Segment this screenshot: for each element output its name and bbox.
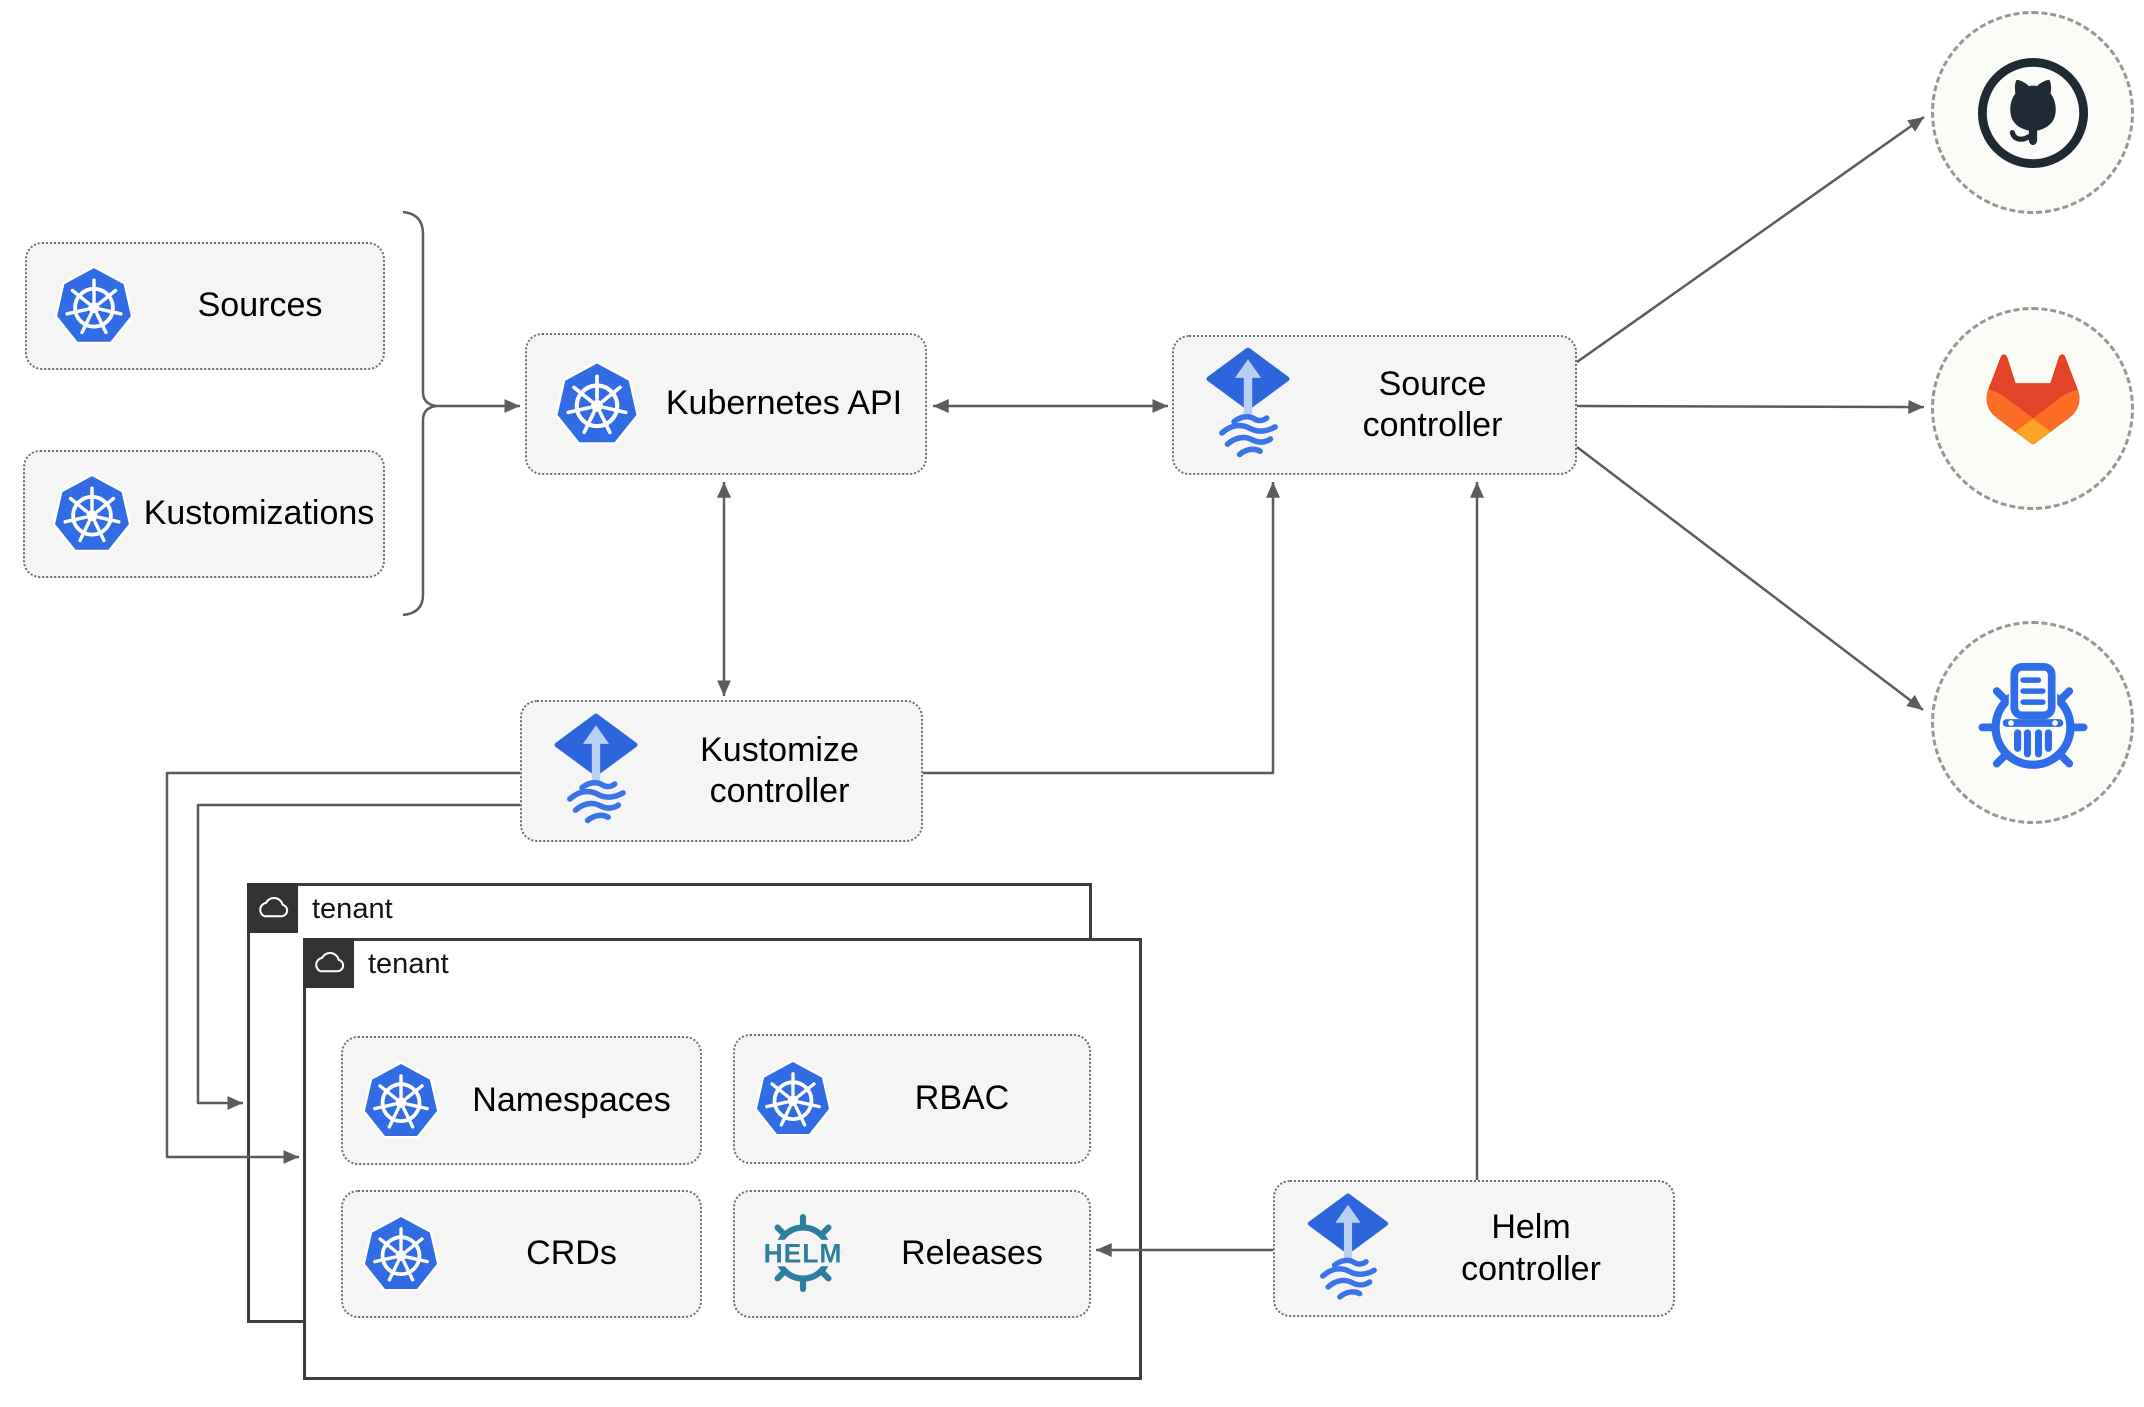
node-label: CRDs	[526, 1234, 617, 1273]
node-helm-controller[interactable]: Helm controller	[1273, 1180, 1675, 1317]
node-label: Helm controller	[1461, 1208, 1601, 1288]
gitlab-fox-icon	[1985, 353, 2080, 444]
container-registry-wheel-icon	[1978, 660, 2087, 769]
node-label: Kubernetes API	[665, 384, 903, 423]
cloud-icon	[312, 950, 346, 977]
tenant-back-tab	[247, 883, 298, 933]
node-kustomize-controller[interactable]: Kustomize controller	[520, 700, 923, 842]
node-label: Source controller	[1362, 364, 1503, 444]
edge-source-controller-github	[1576, 115, 1925, 364]
node-crds[interactable]: CRDs	[341, 1190, 702, 1318]
tenant-back-label: tenant	[312, 893, 393, 925]
edge-kustomize-controller-source-controller	[923, 482, 1280, 775]
kubernetes-icon	[751, 1057, 835, 1141]
node-label: Kustomize controller	[700, 730, 859, 810]
edge-source-controller-gitlab	[1576, 399, 1925, 414]
kubernetes-icon	[51, 263, 137, 349]
flux-icon	[554, 713, 638, 829]
node-releases[interactable]: HELM Releases	[733, 1190, 1091, 1318]
node-namespaces[interactable]: Namespaces	[341, 1036, 702, 1165]
node-label: Namespaces	[472, 1080, 671, 1119]
node-rbac[interactable]: RBAC	[733, 1034, 1091, 1164]
node-source-controller[interactable]: Source controller	[1172, 335, 1577, 475]
node-label: Kustomizations	[143, 494, 375, 533]
kubernetes-icon	[551, 358, 643, 450]
kubernetes-icon	[359, 1212, 443, 1296]
kubernetes-icon	[49, 471, 135, 557]
github-octocat-icon	[1977, 57, 2088, 168]
node-label: Sources	[197, 286, 323, 325]
endpoint-gitlab[interactable]	[1931, 307, 2134, 510]
kubernetes-icon	[359, 1059, 443, 1143]
node-kustomizations[interactable]: Kustomizations	[23, 450, 385, 578]
tenant-front-label: tenant	[368, 948, 449, 980]
node-kubernetes-api[interactable]: Kubernetes API	[525, 333, 927, 475]
helm-logo-text: HELM	[764, 1239, 843, 1269]
node-sources[interactable]: Sources	[25, 242, 385, 370]
helm-icon: HELM	[751, 1210, 855, 1298]
node-label: RBAC	[914, 1079, 1010, 1118]
endpoint-container-registry[interactable]	[1931, 621, 2134, 824]
node-label: Releases	[901, 1234, 1043, 1273]
edge-source-controller-registry	[1576, 446, 1924, 711]
bracket-sources-kustomizations	[402, 210, 438, 617]
cloud-icon	[256, 895, 290, 922]
endpoint-github[interactable]	[1931, 11, 2134, 214]
flux-icon	[1206, 347, 1290, 463]
flux-icon	[1307, 1193, 1389, 1305]
tenant-front-tab	[303, 938, 354, 988]
